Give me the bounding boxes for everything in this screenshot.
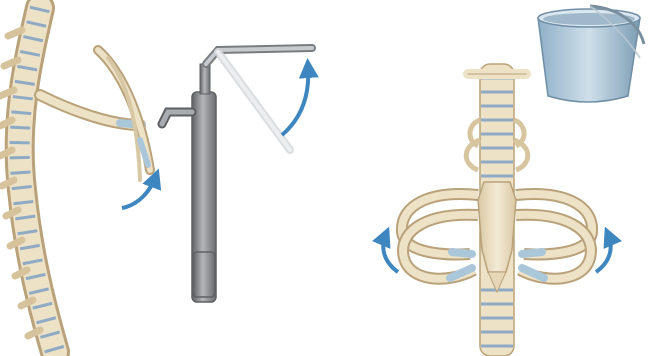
left-rib-expansion-arrow-icon <box>383 234 398 272</box>
lateral-spine-icon <box>0 8 55 352</box>
bucket-handle-panel <box>383 6 644 356</box>
pump-handle-arrow-icon <box>282 66 308 135</box>
bucket-icon <box>538 6 644 102</box>
hand-pump-icon <box>162 48 312 302</box>
pump-handle-panel <box>0 8 312 352</box>
anterior-ribcage-icon <box>402 64 592 356</box>
lateral-rib-icon <box>40 50 150 180</box>
right-rib-expansion-arrow-icon <box>596 234 611 272</box>
